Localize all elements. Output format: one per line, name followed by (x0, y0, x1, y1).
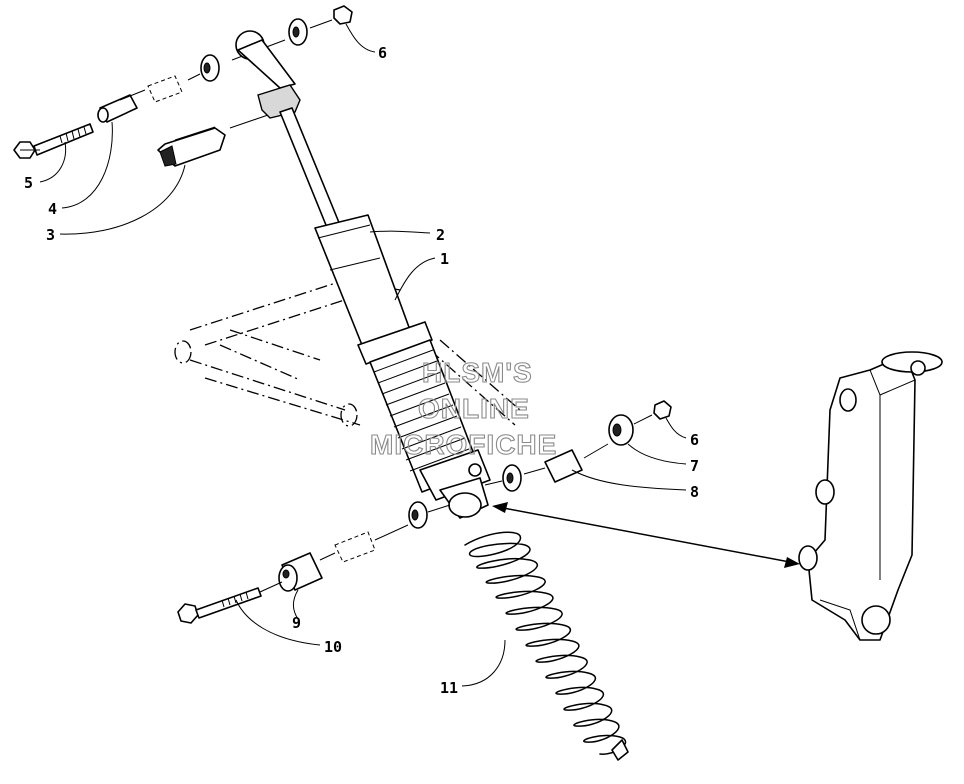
leader-lines (39, 23, 687, 687)
callout-11: 11 (440, 679, 458, 697)
callout-labels: 5 4 3 6 2 1 6 7 8 9 10 11 (24, 44, 699, 697)
callout-6-right: 6 (690, 431, 699, 449)
callout-9: 9 (292, 614, 301, 632)
callout-3: 3 (46, 226, 55, 244)
callout-6-top: 6 (378, 44, 387, 62)
callout-4: 4 (48, 200, 57, 218)
callout-1: 1 (440, 250, 449, 268)
callout-7: 7 (690, 457, 699, 475)
callout-8: 8 (690, 483, 699, 501)
callout-5: 5 (24, 174, 33, 192)
bottom-hardware (177, 400, 672, 624)
spindle-bracket (798, 351, 943, 641)
callout-10: 10 (324, 638, 342, 656)
coil-spring (464, 531, 629, 761)
phantom-a-arm (174, 279, 521, 427)
watermark: HLSM'S ONLINE MICROFICHE (369, 356, 557, 460)
watermark-line3: MICROFICHE (370, 429, 557, 460)
watermark-line1: HLSM'S (422, 357, 533, 388)
callout-2: 2 (436, 226, 445, 244)
watermark-line2: ONLINE (418, 393, 530, 424)
shock-absorber (235, 30, 491, 519)
top-hardware (13, 5, 353, 167)
double-arrow (492, 502, 800, 568)
